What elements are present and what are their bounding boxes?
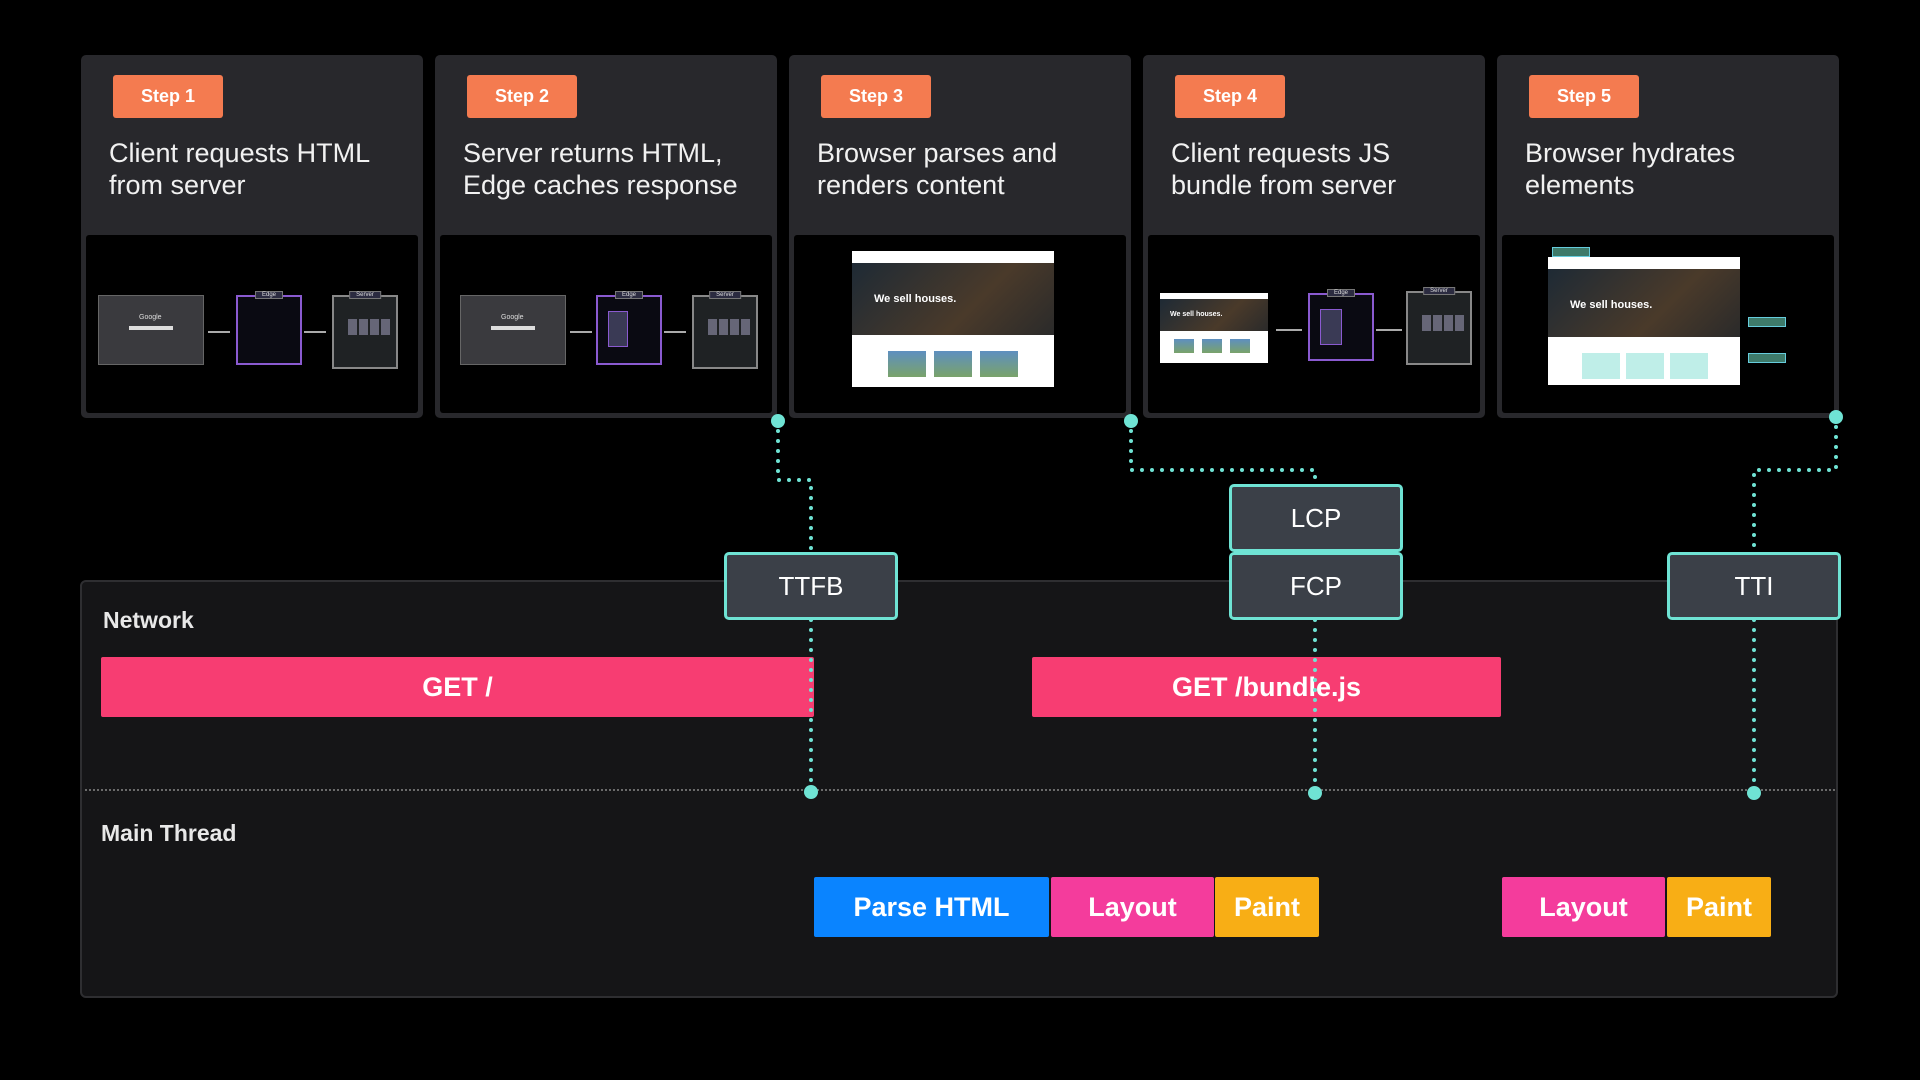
edge-label: Edge bbox=[614, 291, 644, 299]
server-label: Server bbox=[1423, 287, 1455, 295]
server-window: Server bbox=[1406, 287, 1472, 365]
server-label: Server bbox=[349, 291, 381, 299]
step-card-1: Step 1 Client requests HTML from server … bbox=[81, 55, 423, 418]
edge-label: Edge bbox=[254, 291, 284, 299]
website-preview: We sell houses. bbox=[852, 251, 1054, 387]
metric-ttfb: TTFB bbox=[724, 552, 898, 620]
step-badge: Step 5 bbox=[1529, 75, 1639, 118]
step-card-3: Step 3 Browser parses and renders conten… bbox=[789, 55, 1131, 418]
step-card-2: Step 2 Server returns HTML, Edge caches … bbox=[435, 55, 777, 418]
main-bar-layout-2: Layout bbox=[1502, 877, 1665, 937]
website-preview: We sell houses. bbox=[1160, 293, 1268, 363]
step-title: Browser parses and renders content bbox=[817, 138, 1058, 200]
metric-tti: TTI bbox=[1667, 552, 1841, 620]
site-headline: We sell houses. bbox=[874, 293, 957, 305]
step-thumbnail: Google Edge Server bbox=[86, 235, 418, 413]
lane-divider bbox=[85, 789, 1835, 791]
step-title: Client requests JS bundle from server bbox=[1171, 138, 1397, 200]
google-window: Google bbox=[460, 295, 566, 365]
metric-fcp: FCP bbox=[1229, 552, 1403, 620]
arrow bbox=[1376, 329, 1402, 331]
arrow bbox=[1276, 329, 1302, 331]
step-badge: Step 2 bbox=[467, 75, 577, 118]
step-thumbnail: We sell houses. bbox=[794, 235, 1126, 413]
step-title: Browser hydrates elements bbox=[1525, 138, 1736, 200]
metric-lcp: LCP bbox=[1229, 484, 1403, 552]
google-label: Google bbox=[501, 314, 524, 321]
edge-window: Edge bbox=[236, 291, 302, 365]
site-headline: We sell houses. bbox=[1570, 299, 1653, 311]
main-bar-paint: Paint bbox=[1215, 877, 1319, 937]
site-headline: We sell houses. bbox=[1170, 311, 1223, 318]
arrow bbox=[664, 331, 686, 333]
server-label: Server bbox=[709, 291, 741, 299]
network-bar-get-bundle: GET /bundle.js bbox=[1032, 657, 1501, 717]
arrow bbox=[208, 331, 230, 333]
main-bar-layout: Layout bbox=[1051, 877, 1214, 937]
step-card-5: Step 5 Browser hydrates elements We sell… bbox=[1497, 55, 1839, 418]
step-thumbnail: Google Edge Server bbox=[440, 235, 772, 413]
edge-label: Edge bbox=[1326, 289, 1356, 297]
hydration-tag bbox=[1552, 247, 1590, 257]
google-window: Google bbox=[98, 295, 204, 365]
step-badge: Step 4 bbox=[1175, 75, 1285, 118]
google-label: Google bbox=[139, 314, 162, 321]
server-window: Server bbox=[332, 291, 398, 369]
main-bar-parse-html: Parse HTML bbox=[814, 877, 1049, 937]
edge-window: Edge bbox=[1308, 289, 1374, 361]
server-window: Server bbox=[692, 291, 758, 369]
step-title: Server returns HTML, Edge caches respons… bbox=[463, 138, 738, 200]
hydration-tag bbox=[1748, 317, 1786, 327]
arrow bbox=[570, 331, 592, 333]
step-thumbnail: We sell houses. Edge Server bbox=[1148, 235, 1480, 413]
hero-image: We sell houses. bbox=[852, 263, 1054, 335]
step-title: Client requests HTML from server bbox=[109, 138, 370, 200]
step-card-4: Step 4 Client requests JS bundle from se… bbox=[1143, 55, 1485, 418]
edge-window: Edge bbox=[596, 291, 662, 365]
hydration-tag bbox=[1748, 353, 1786, 363]
main-bar-paint-2: Paint bbox=[1667, 877, 1771, 937]
main-thread-lane-label: Main Thread bbox=[101, 820, 237, 846]
network-lane-label: Network bbox=[103, 607, 194, 633]
network-bar-get-html: GET / bbox=[101, 657, 814, 717]
arrow bbox=[304, 331, 326, 333]
step-badge: Step 1 bbox=[113, 75, 223, 118]
step-thumbnail: We sell houses. bbox=[1502, 235, 1834, 413]
website-preview: We sell houses. bbox=[1548, 257, 1740, 385]
step-badge: Step 3 bbox=[821, 75, 931, 118]
